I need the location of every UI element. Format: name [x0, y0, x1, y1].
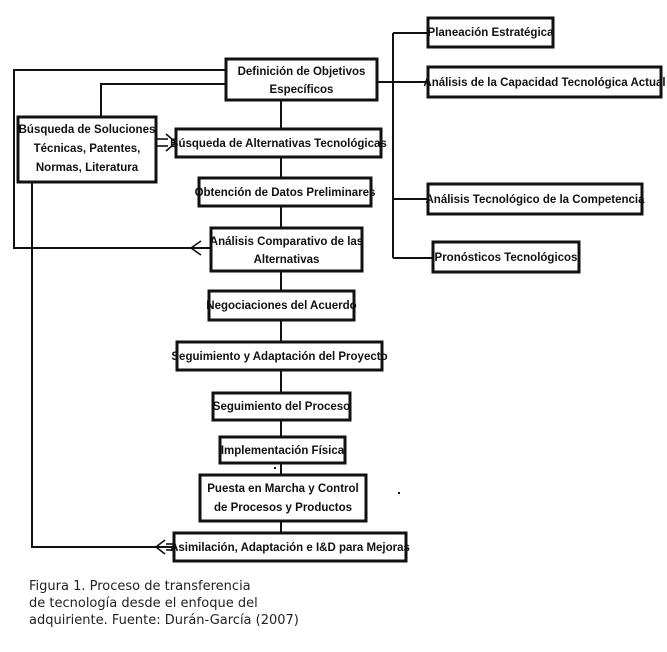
- node-analisis-comparativo: Análisis Comparativo de las Alternativas: [209, 226, 364, 273]
- node-definicion-objetivos: Definición de Objetivos Específicos: [224, 57, 379, 102]
- caption-line-1: Figura 1. Proceso de transferencia: [29, 579, 251, 594]
- line-soluciones-to-asimilacion: [31, 182, 174, 548]
- node-planeacion-label: Planeación Estratégica: [428, 27, 555, 39]
- node-obtencion-label: Obtención de Datos Preliminares: [195, 187, 376, 199]
- node-implementacion-label: Implementación Física: [221, 445, 345, 457]
- node-seguimiento-proceso-label: Seguimiento del Proceso: [213, 401, 350, 413]
- node-seguimiento-adaptacion: Seguimiento y Adaptación del Proyecto: [171, 340, 388, 372]
- node-soluciones-line3: Normas, Literatura: [36, 162, 139, 174]
- node-busqueda-soluciones: Búsqueda de Soluciones Técnicas, Patente…: [16, 115, 158, 184]
- node-definicion-line1: Definición de Objetivos: [238, 66, 366, 78]
- node-puesta-line2: de Procesos y Productos: [214, 502, 352, 514]
- dot-mark: [398, 492, 400, 494]
- node-capacidad-label: Análisis de la Capacidad Tecnológica Act…: [423, 77, 665, 89]
- node-analisis-line2: Alternativas: [254, 254, 320, 266]
- node-puesta-line1: Puesta en Marcha y Control: [207, 483, 358, 495]
- line-definicion-to-soluciones: [100, 83, 225, 116]
- node-seguimiento-adaptacion-label: Seguimiento y Adaptación del Proyecto: [171, 351, 387, 363]
- node-obtencion-datos: Obtención de Datos Preliminares: [195, 176, 376, 208]
- node-negociaciones: Negociaciones del Acuerdo: [206, 289, 357, 322]
- node-pronosticos-label: Pronósticos Tecnológicos: [435, 252, 578, 264]
- node-asimilacion-label: Asimilación, Adaptación e I&D para Mejor…: [170, 542, 410, 554]
- node-analisis-line1: Análisis Comparativo de las: [210, 236, 363, 248]
- node-analisis-competencia: Análisis Tecnológico de la Competencia: [426, 182, 646, 216]
- node-soluciones-line1: Búsqueda de Soluciones: [19, 124, 156, 136]
- node-asimilacion: Asimilación, Adaptación e I&D para Mejor…: [170, 531, 410, 563]
- caption-line-2: de tecnología desde el enfoque del: [29, 596, 258, 611]
- arrow-to-analisis-comparativo: [189, 240, 202, 256]
- node-implementacion: Implementación Física: [218, 435, 347, 465]
- node-definicion-line2: Específicos: [270, 84, 334, 96]
- caption-line-3: adquiriente. Fuente: Durán-García (2007): [29, 613, 299, 628]
- feedback-line-to-analisis: [13, 69, 225, 249]
- node-pronosticos: Pronósticos Tecnológicos: [431, 240, 581, 274]
- node-soluciones-line2: Técnicas, Patentes,: [34, 143, 141, 155]
- node-alternativas-label: Búsqueda de Alternativas Tecnológicas: [170, 138, 387, 150]
- node-puesta-marcha: Puesta en Marcha y Control de Procesos y…: [198, 473, 368, 523]
- node-busqueda-alternativas: Búsqueda de Alternativas Tecnológicas: [170, 127, 387, 159]
- figure-caption: Figura 1. Proceso de transferencia de te…: [29, 578, 349, 629]
- node-negociaciones-label: Negociaciones del Acuerdo: [206, 300, 356, 312]
- node-capacidad-tecnologica: Análisis de la Capacidad Tecnológica Act…: [423, 65, 666, 99]
- node-competencia-label: Análisis Tecnológico de la Competencia: [426, 194, 646, 206]
- node-seguimiento-proceso: Seguimiento del Proceso: [211, 391, 352, 422]
- dot-mark: [274, 467, 276, 469]
- node-planeacion-estrategica: Planeación Estratégica: [426, 16, 555, 49]
- connectors: [13, 32, 432, 548]
